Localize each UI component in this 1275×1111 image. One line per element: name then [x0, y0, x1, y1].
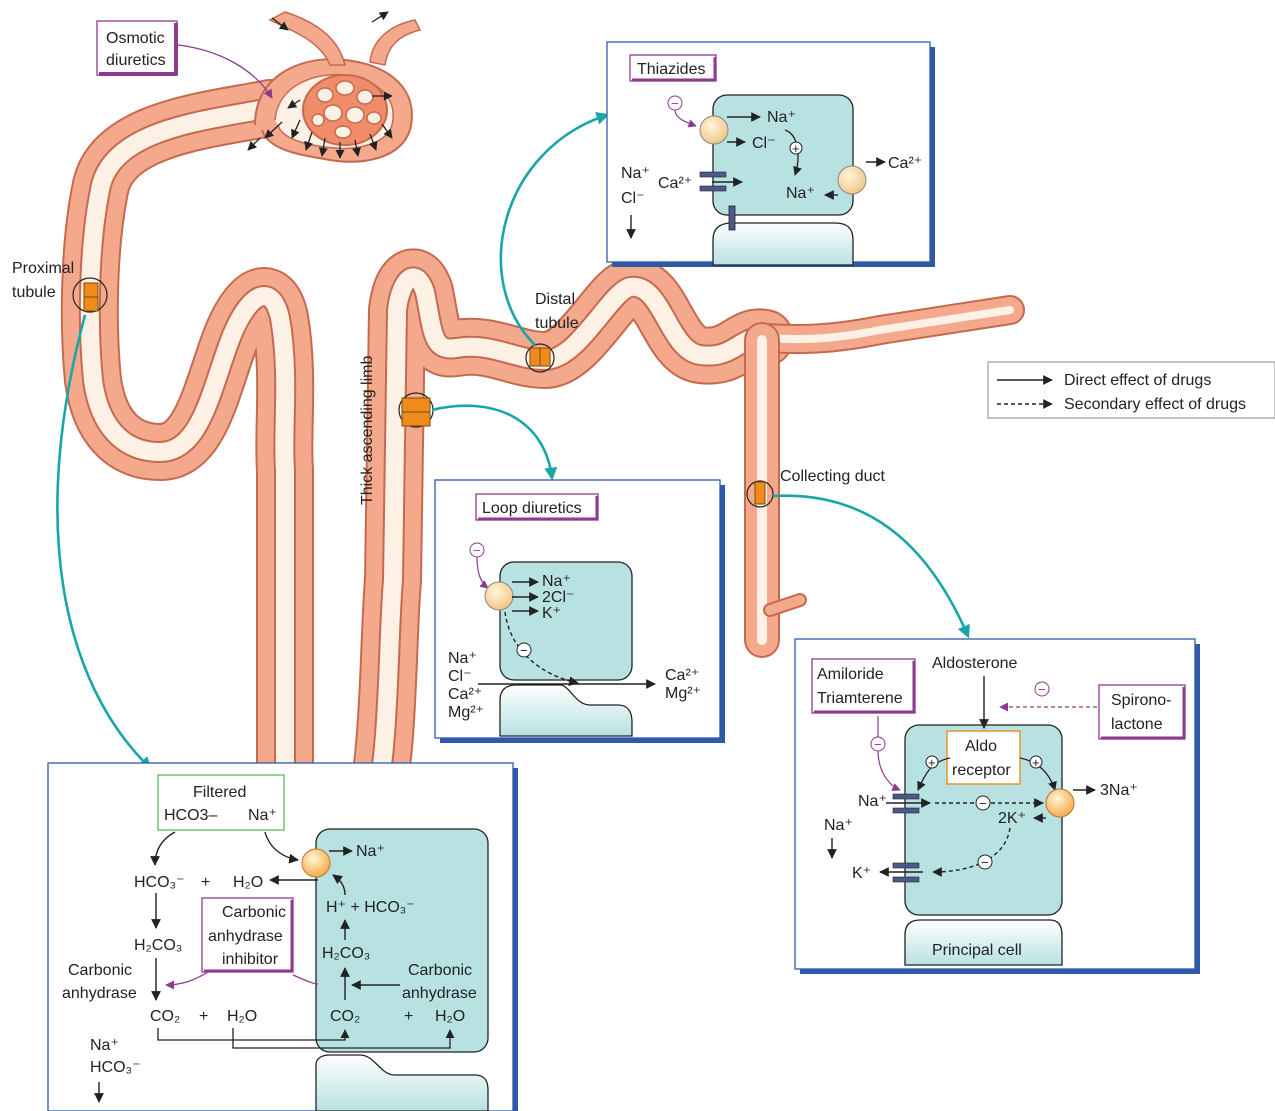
coll-na-lumen: Na⁺ [824, 817, 853, 834]
prox-ca-cell-2: anhydrase [402, 985, 477, 1002]
prox-na-out: Na⁺ [356, 843, 385, 860]
prox-ca-lumen-1: Carbonic [68, 962, 132, 979]
loop-cl: 2Cl⁻ [542, 589, 574, 606]
thiazides-label: Thiazides [637, 61, 705, 78]
coll-k-lumen: K⁺ [852, 865, 871, 882]
amiloride-minus: − [874, 737, 882, 752]
prox-ca-lumen-2: anhydrase [62, 985, 137, 1002]
loop-lumen-ca: Ca²⁺ [448, 686, 482, 703]
coll-3na-out: 3Na⁺ [1100, 782, 1138, 799]
osmotic-label-1: Osmotic [106, 30, 165, 47]
coll-na-in: Na⁺ [858, 793, 887, 810]
prox-co2-cell: CO₂ [330, 1008, 360, 1025]
prox-plus-2: + [199, 1008, 208, 1025]
loop-out-mg: Mg²⁺ [665, 685, 701, 702]
thiazide-na-lumen: Na⁺ [621, 165, 650, 182]
prox-plus-3: + [404, 1008, 413, 1025]
prox-co2-lumen: CO₂ [150, 1008, 180, 1025]
ca-inhibitor-3: inhibitor [222, 951, 279, 968]
thick-limb-label: Thick ascending limb [359, 356, 376, 506]
thiazide-cl: Cl⁻ [752, 135, 776, 152]
spirono-minus: − [1038, 682, 1046, 697]
triamterene-label: Triamterene [817, 690, 903, 707]
prox-hco3-lumen: HCO₃⁻ [134, 874, 185, 891]
thiazide-plus: + [792, 141, 800, 156]
legend: Direct effect of drugs Secondary effect … [987, 361, 1275, 419]
proximal-label-2: tubule [12, 284, 56, 301]
coll-minus-2: − [981, 855, 989, 870]
loop-k: K⁺ [542, 605, 561, 622]
filtered-label: Filtered [193, 784, 246, 801]
filtered-hco3: HCO3– [164, 807, 217, 824]
ca-inhibitor-2: anhydrase [208, 928, 283, 945]
loop-lumen-mg: Mg²⁺ [448, 704, 484, 721]
collecting-panel: Principal cell Aldosterone Spirono- lact… [794, 638, 1200, 974]
teal-connectors [56, 112, 970, 770]
prox-plus-1: + [201, 874, 210, 891]
thiazide-ca-in: Ca²⁺ [658, 175, 692, 192]
aldo-receptor-2: receptor [952, 762, 1011, 779]
prox-h2o-2: H₂O [227, 1008, 257, 1025]
coll-2k-in: 2K⁺ [998, 810, 1026, 827]
osmotic-box [96, 20, 178, 76]
segment-markers [72, 277, 774, 508]
collecting-duct-label: Collecting duct [780, 468, 886, 485]
prox-h2co3-cell: H₂CO₃ [322, 945, 370, 962]
spirono-label-1: Spirono- [1111, 692, 1171, 709]
loop-panel: Loop diuretics − Na⁺ 2Cl⁻ K⁺ − Na⁺ Cl⁻ C… [434, 479, 725, 743]
proximal-panel: Filtered HCO3– Na⁺ Na⁺ HCO₃⁻ + H₂O H₂CO₃… [47, 762, 518, 1111]
distal-label-1: Distal [535, 291, 575, 308]
ca-inhibitor-1: Carbonic [222, 904, 286, 921]
thiazide-na: Na⁺ [767, 109, 796, 126]
legend-direct: Direct effect of drugs [1064, 372, 1211, 389]
osmotic-label-2: diuretics [106, 52, 166, 69]
amiloride-label: Amiloride [817, 666, 884, 683]
thiazide-panel: Thiazides − Na⁺ Cl⁻ + Na⁺ Ca²⁺ Ca²⁺ Na⁺ … [606, 41, 935, 267]
distal-label-2: tubule [535, 315, 579, 332]
prox-bottom-na: Na⁺ [90, 1037, 119, 1054]
loop-diuretics-label: Loop diuretics [482, 500, 582, 517]
loop-minus: − [520, 643, 528, 658]
loop-lumen-na: Na⁺ [448, 650, 477, 667]
coll-minus-1: − [979, 796, 987, 811]
proximal-label-1: Proximal [12, 260, 74, 277]
legend-secondary: Secondary effect of drugs [1064, 396, 1246, 413]
loop-na: Na⁺ [542, 573, 571, 590]
spirono-label-2: lactone [1111, 716, 1163, 733]
prox-ca-cell-1: Carbonic [408, 962, 472, 979]
prox-h-hco3: H⁺ + HCO₃⁻ [326, 899, 415, 916]
aldosterone-label: Aldosterone [932, 655, 1017, 672]
loop-minus-drug: − [473, 543, 481, 558]
thiazide-ca-out: Ca²⁺ [888, 155, 922, 172]
aldo-receptor-1: Aldo [965, 738, 997, 755]
loop-lumen-cl: Cl⁻ [448, 668, 472, 685]
prox-h2co3-lumen: H₂CO₃ [134, 937, 182, 954]
loop-out-ca: Ca²⁺ [665, 667, 699, 684]
thiazide-minus: − [671, 96, 679, 111]
thiazide-cl-lumen: Cl⁻ [621, 190, 645, 207]
prox-h2o-cell: H₂O [435, 1008, 465, 1025]
aldo-plus-1: + [928, 755, 936, 770]
principal-cell-label: Principal cell [932, 942, 1022, 959]
prox-bottom-hco3: HCO₃⁻ [90, 1059, 141, 1076]
aldo-plus-2: + [1032, 755, 1040, 770]
prox-h2o-1: H₂O [233, 874, 263, 891]
thiazide-na-cell: Na⁺ [786, 185, 815, 202]
filtered-na: Na⁺ [248, 807, 277, 824]
